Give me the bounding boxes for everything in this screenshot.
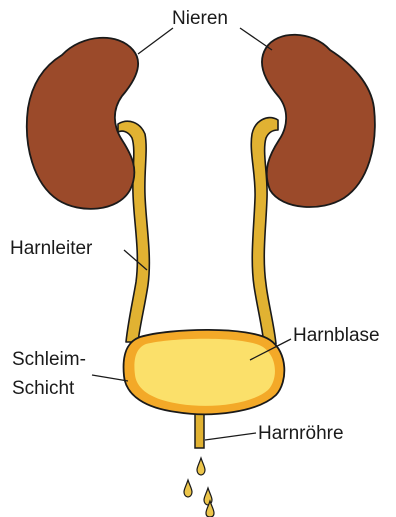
urine-drop (184, 480, 192, 497)
leader-line-harnroehre (205, 433, 256, 440)
label-schleimschicht-line2: Schicht (12, 378, 74, 400)
leader-line-nieren-left (138, 28, 173, 54)
urine-drop (197, 458, 205, 475)
right-kidney (262, 35, 375, 207)
label-harnroehre: Harnröhre (258, 423, 344, 445)
label-nieren: Nieren (172, 8, 228, 30)
label-harnleiter: Harnleiter (10, 238, 92, 260)
label-harnblase: Harnblase (293, 325, 380, 347)
leader-line-nieren-right (240, 28, 272, 50)
label-schleimschicht-line1: Schleim- (12, 349, 86, 371)
leader-line-schleimschicht (92, 375, 128, 381)
bladder-inner (134, 339, 275, 406)
